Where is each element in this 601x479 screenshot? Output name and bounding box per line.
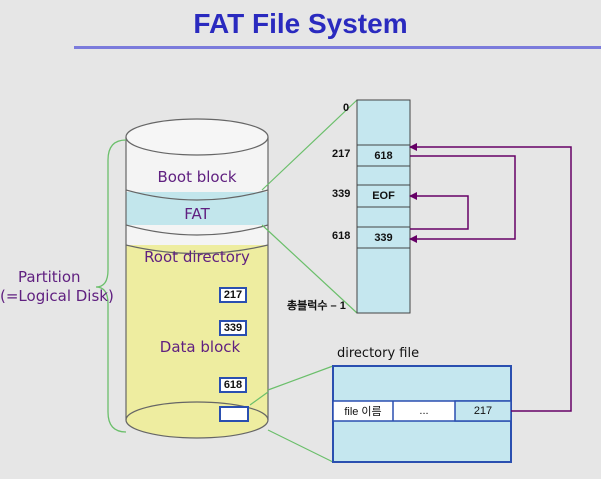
fat-index-618: 618 bbox=[332, 230, 351, 242]
fat-entry-339: EOF bbox=[372, 190, 395, 202]
fat-index-217: 217 bbox=[332, 148, 351, 160]
boot-block-label: Boot block bbox=[157, 168, 237, 186]
page-title: FAT File System bbox=[193, 8, 408, 39]
data-block-217: 217 bbox=[219, 287, 247, 303]
dir-connector-bottom bbox=[267, 429, 334, 463]
arrow-217-to-618 bbox=[409, 155, 516, 243]
directory-file-box bbox=[332, 365, 512, 463]
arrow-dir-to-217 bbox=[409, 143, 572, 412]
data-block-label: Data block bbox=[159, 338, 241, 356]
data-block-339: 339 bbox=[219, 320, 247, 336]
fat-connector-bottom bbox=[261, 224, 358, 314]
arrow-618-to-339 bbox=[409, 192, 469, 230]
dir-file-name-cell: file 이름 bbox=[344, 406, 382, 418]
root-directory-label: Root directory bbox=[144, 248, 250, 266]
data-block-empty bbox=[219, 406, 249, 422]
partition-label: Partition bbox=[18, 268, 81, 286]
fat-index-0: 0 bbox=[343, 102, 350, 114]
fat-entry-618: 339 bbox=[374, 231, 393, 244]
dir-ellipsis-cell: ... bbox=[419, 405, 429, 417]
directory-file-label: directory file bbox=[337, 346, 420, 361]
fat-connector-top bbox=[261, 99, 358, 191]
dir-connector-top bbox=[267, 365, 334, 391]
title-underline bbox=[74, 46, 601, 49]
disk-cylinder bbox=[125, 118, 269, 439]
fat-label: FAT bbox=[184, 205, 210, 223]
data-block-618: 618 bbox=[219, 377, 247, 393]
fat-band bbox=[126, 192, 268, 225]
dir-start-block-cell: 217 bbox=[473, 405, 493, 417]
fat-index-last: 총블럭수 – 1 bbox=[287, 300, 346, 312]
fat-table bbox=[356, 99, 411, 314]
fat-entry-217: 618 bbox=[374, 149, 393, 162]
fat-index-339: 339 bbox=[332, 188, 351, 200]
partition-brace bbox=[95, 139, 127, 433]
partition-sublabel: (=Logical Disk) bbox=[0, 287, 114, 305]
